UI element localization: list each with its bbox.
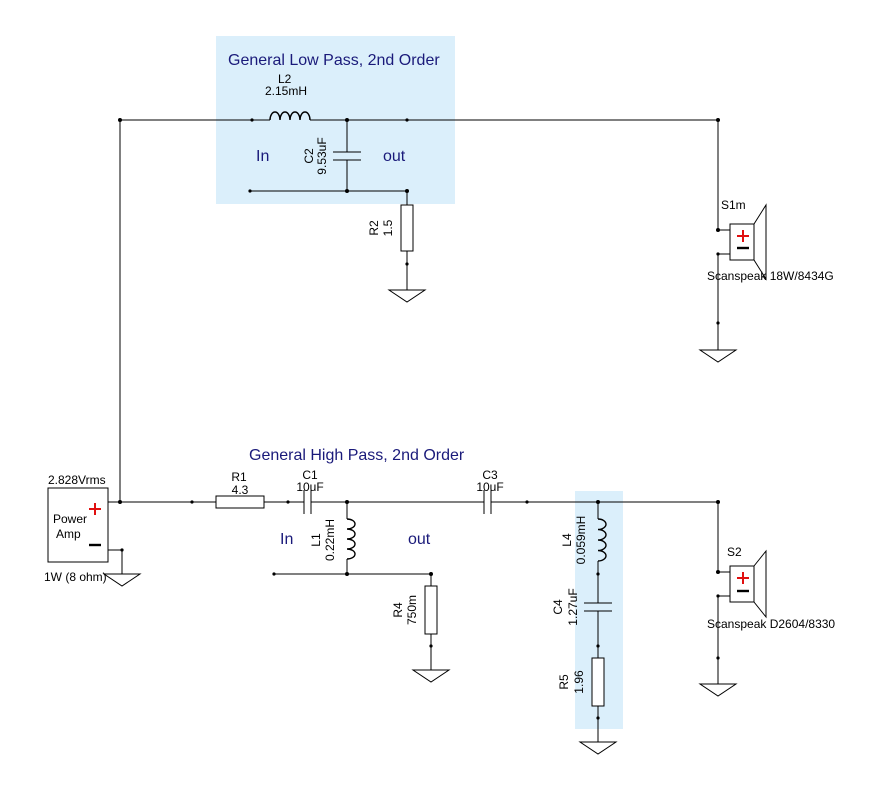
R4-value: 750m: [405, 595, 419, 625]
L2-value: 2.15mH: [265, 84, 307, 98]
power-amp: [47, 487, 109, 563]
amp-rating: 1W (8 ohm): [44, 570, 107, 584]
amp-voltage: 2.828Vrms: [48, 473, 106, 487]
lowpass-out-label: out: [383, 148, 406, 165]
C1-ref: C1: [302, 468, 318, 482]
capacitor-C3: [483, 490, 492, 514]
R4-ref: R4: [391, 602, 405, 618]
tweeter-branch-wires: [108, 501, 730, 742]
R5-ref: R5: [557, 674, 571, 690]
woofer-branch-wires: [119, 119, 730, 502]
S2-ref: S2: [727, 545, 742, 559]
ground-icon: [411, 669, 451, 683]
C4-ref: C4: [551, 599, 565, 615]
inductor-L1: [346, 518, 356, 560]
resistor-R5: [591, 657, 605, 707]
L4-value: 0.059mH: [574, 516, 588, 565]
L1-ref: L1: [309, 533, 323, 547]
capacitor-C1: [303, 490, 312, 514]
ground-icon: [387, 289, 427, 303]
capacitor-C4: [584, 602, 612, 612]
R2-ref: R2: [367, 220, 381, 236]
capacitor-C2: [333, 151, 361, 161]
L4-ref: L4: [560, 533, 574, 547]
inductor-L2: [252, 111, 311, 121]
lowpass-in-label: In: [256, 148, 269, 165]
ground-icon: [102, 573, 142, 587]
C2-ref: C2: [302, 148, 316, 164]
S1m-model: Scanspeak 18W/8434G: [707, 269, 834, 283]
ground-icon: [698, 683, 738, 697]
R2-value: 1.5: [381, 219, 395, 236]
R1-value: 4.3: [232, 483, 249, 497]
R5-value: 1.96: [572, 670, 586, 694]
speaker-S1m-icon: [729, 203, 767, 281]
amp-name-line2: Amp: [56, 527, 81, 541]
inductor-L4: [597, 518, 607, 562]
ground-icon: [698, 349, 738, 363]
C4-value: 1.27uF: [566, 588, 580, 625]
L2-ref: L2: [278, 72, 292, 86]
highpass-in-label: In: [280, 531, 293, 548]
highpass-out-label: out: [408, 531, 431, 548]
highpass-title: General High Pass, 2nd Order: [249, 447, 465, 464]
C3-ref: C3: [482, 468, 498, 482]
L1-value: 0.22mH: [323, 519, 337, 561]
speaker-S2-icon: [729, 549, 767, 619]
resistor-R2: [400, 204, 414, 252]
ground-icon: [578, 741, 618, 755]
C1-value: 10uF: [296, 480, 323, 494]
resistor-R4: [424, 585, 438, 635]
R1-ref: R1: [231, 470, 247, 484]
C2-value: 9.53uF: [315, 137, 329, 174]
C3-value: 10uF: [476, 480, 503, 494]
S2-model: Scanspeak D2604/8330: [707, 617, 835, 631]
resistor-R1: [215, 495, 265, 509]
junction-dots: [118, 118, 720, 720]
S1m-ref: S1m: [721, 198, 746, 212]
lowpass-title: General Low Pass, 2nd Order: [228, 52, 440, 69]
amp-name-line1: Power: [53, 512, 87, 526]
